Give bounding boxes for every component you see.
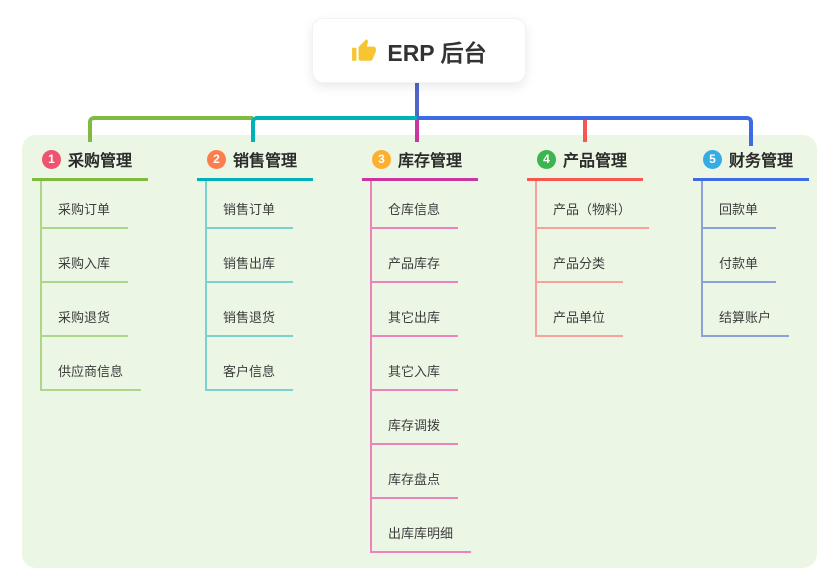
- branch-topic-finance[interactable]: 5 财务管理: [693, 147, 809, 181]
- connector-branch-finance: [417, 116, 753, 146]
- connector-root-trunk: [415, 82, 419, 116]
- branch-topic-sales[interactable]: 2 销售管理: [197, 147, 313, 181]
- branch-topic-inventory[interactable]: 3 库存管理: [362, 147, 478, 181]
- leaf-node[interactable]: 采购订单: [42, 199, 129, 229]
- branch-children: 产品（物料） 产品分类 产品单位: [535, 181, 650, 337]
- leaf-node[interactable]: 库存调拨: [372, 415, 459, 445]
- branch-children: 销售订单 销售出库 销售退货 客户信息: [205, 181, 294, 391]
- branch-number-badge: 2: [207, 149, 226, 169]
- leaf-node[interactable]: 采购退货: [42, 307, 129, 337]
- branch-title: 采购管理: [68, 153, 133, 170]
- leaf-node[interactable]: 销售订单: [207, 199, 294, 229]
- branch-product: 4 产品管理 产品（物料） 产品分类 产品单位: [527, 147, 687, 337]
- leaf-node[interactable]: 客户信息: [207, 361, 294, 391]
- branch-title: 销售管理: [233, 153, 298, 170]
- root-label: ERP 后台: [387, 39, 487, 66]
- branch-purchase: 1 采购管理 采购订单 采购入库 采购退货 供应商信息: [32, 147, 192, 391]
- leaf-node[interactable]: 产品单位: [537, 307, 624, 337]
- branch-topic-product[interactable]: 4 产品管理: [527, 147, 643, 181]
- branch-children: 回款单 付款单 结算账户: [701, 181, 790, 337]
- leaf-node[interactable]: 出库库明细: [372, 523, 472, 553]
- leaf-node[interactable]: 其它入库: [372, 361, 459, 391]
- branch-sales: 2 销售管理 销售订单 销售出库 销售退货 客户信息: [197, 147, 357, 391]
- leaf-node[interactable]: 产品分类: [537, 253, 624, 283]
- branch-finance: 5 财务管理 回款单 付款单 结算账户: [693, 147, 839, 337]
- leaf-node[interactable]: 产品库存: [372, 253, 459, 283]
- leaf-node[interactable]: 产品（物料）: [537, 199, 650, 229]
- branch-number-badge: 1: [42, 149, 61, 169]
- branch-title: 财务管理: [729, 153, 794, 170]
- connector-branch-purchase: [88, 116, 253, 142]
- leaf-node[interactable]: 供应商信息: [42, 361, 142, 391]
- leaf-node[interactable]: 其它出库: [372, 307, 459, 337]
- branch-title: 库存管理: [398, 153, 463, 170]
- branch-number-badge: 5: [703, 149, 722, 169]
- leaf-node[interactable]: 采购入库: [42, 253, 129, 283]
- connector-branch-sales: [251, 116, 417, 142]
- branch-number-badge: 4: [537, 149, 556, 169]
- thumbs-up-icon: [352, 38, 377, 61]
- leaf-node[interactable]: 销售退货: [207, 307, 294, 337]
- leaf-node[interactable]: 仓库信息: [372, 199, 459, 229]
- branch-children: 仓库信息 产品库存 其它出库 其它入库 库存调拨 库存盘点 出库库明细: [370, 181, 472, 553]
- leaf-node[interactable]: 库存盘点: [372, 469, 459, 499]
- branch-title: 产品管理: [563, 153, 628, 170]
- root-node[interactable]: ERP 后台: [313, 19, 525, 82]
- connector-branch-product: [583, 120, 587, 142]
- branch-inventory: 3 库存管理 仓库信息 产品库存 其它出库 其它入库 库存调拨 库存盘点 出库库…: [362, 147, 522, 553]
- leaf-node[interactable]: 结算账户: [703, 307, 790, 337]
- branch-topic-purchase[interactable]: 1 采购管理: [32, 147, 148, 181]
- connector-branch-inventory: [415, 120, 419, 142]
- canvas-panel: [22, 135, 817, 568]
- branch-number-badge: 3: [372, 149, 391, 169]
- leaf-node[interactable]: 回款单: [703, 199, 777, 229]
- leaf-node[interactable]: 付款单: [703, 253, 777, 283]
- branch-children: 采购订单 采购入库 采购退货 供应商信息: [40, 181, 142, 391]
- leaf-node[interactable]: 销售出库: [207, 253, 294, 283]
